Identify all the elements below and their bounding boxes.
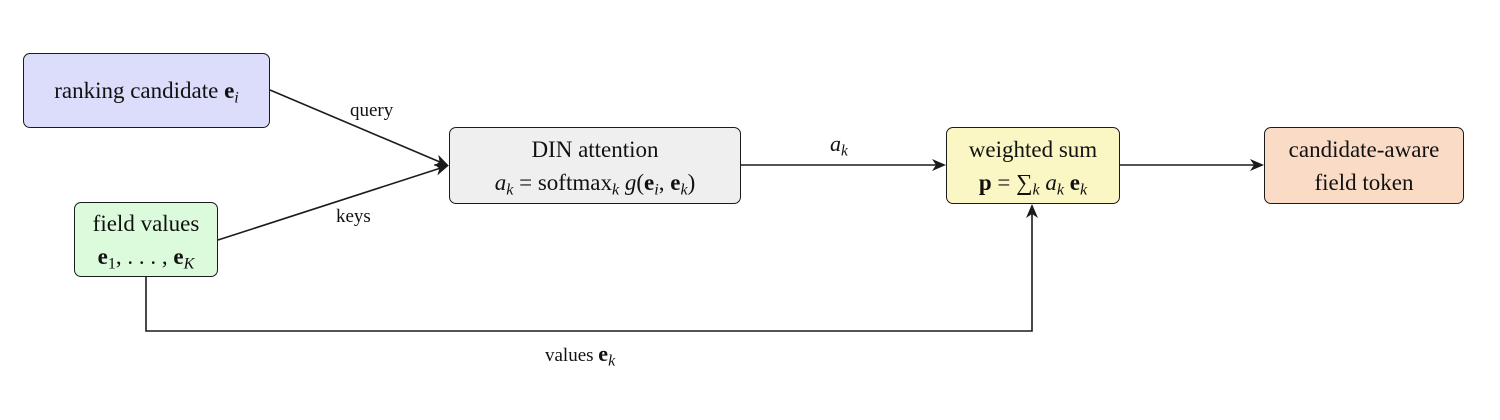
query-arrow (269, 89, 449, 166)
attention-weight-symbol: a (494, 169, 507, 195)
attention-weights-edge-label: ak (830, 131, 848, 160)
key-vector-symbol: e (670, 169, 681, 195)
token-label-line-1: candidate-aware (1288, 136, 1440, 162)
softmax-text: = softmax (513, 169, 612, 195)
edge-weight-subscript: k (841, 142, 848, 160)
field-value-first-subscript: 1 (107, 255, 116, 272)
field-values-node: field values e1, . . . , eK (74, 202, 218, 277)
ranking-candidate-label: ranking candidate ei (54, 74, 239, 107)
values-edge-text: values (545, 345, 599, 366)
pooled-vector-symbol: p (978, 169, 992, 195)
query-vector-subscript: i (654, 181, 659, 198)
key-vector-subscript: k (680, 181, 688, 198)
weight-subscript: k (1056, 181, 1065, 198)
candidate-text: ranking candidate (54, 78, 225, 103)
din-attention-label: DIN attention (531, 136, 659, 162)
candidate-subscript: i (234, 89, 239, 107)
candidate-aware-token-node: candidate-aware field token (1264, 127, 1464, 204)
token-label-line-2: field token (1314, 169, 1414, 195)
query-edge-label: query (350, 100, 394, 121)
weighted-sum-label: weighted sum (968, 136, 1098, 162)
values-edge-vector: e (598, 341, 609, 366)
field-value-first-symbol: e (97, 243, 108, 269)
field-value-last-symbol: e (173, 243, 184, 269)
edge-weight-symbol: a (830, 131, 841, 156)
field-values-label: field values (92, 210, 200, 236)
query-vector-symbol: e (644, 169, 655, 195)
ranking-candidate-node: ranking candidate ei (23, 53, 270, 128)
open-paren: ( (636, 169, 645, 195)
keys-edge-label: keys (336, 206, 371, 227)
candidate-vector-symbol: e (224, 78, 235, 103)
din-attention-node: DIN attention ak = softmaxk g(ei, ek) (449, 127, 741, 204)
weight-symbol: a (1039, 169, 1057, 195)
weighted-sum-formula: p = ∑k ak ek (979, 166, 1087, 199)
close-paren: ) (687, 169, 696, 195)
din-attention-formula: ak = softmaxk g(ei, ek) (495, 166, 696, 199)
value-vector-symbol: e (1064, 169, 1081, 195)
score-function-symbol: g (619, 169, 637, 195)
values-arrow (145, 204, 1038, 332)
weighted-sum-node: weighted sum p = ∑k ak ek (946, 127, 1120, 204)
sum-subscript: k (1032, 181, 1040, 198)
keys-arrow (217, 163, 449, 241)
values-edge-label: values ek (545, 341, 616, 370)
field-values-formula: e1, . . . , eK (98, 240, 195, 273)
values-edge-subscript: k (608, 352, 616, 370)
field-value-last-subscript: K (183, 255, 195, 272)
sum-operator: = ∑ (991, 169, 1033, 195)
field-values-ellipsis: , . . . , (115, 243, 174, 269)
attention-weight-subscript: k (506, 181, 514, 198)
value-vector-subscript: k (1080, 181, 1088, 198)
comma: , (658, 169, 671, 195)
softmax-subscript: k (611, 181, 620, 198)
